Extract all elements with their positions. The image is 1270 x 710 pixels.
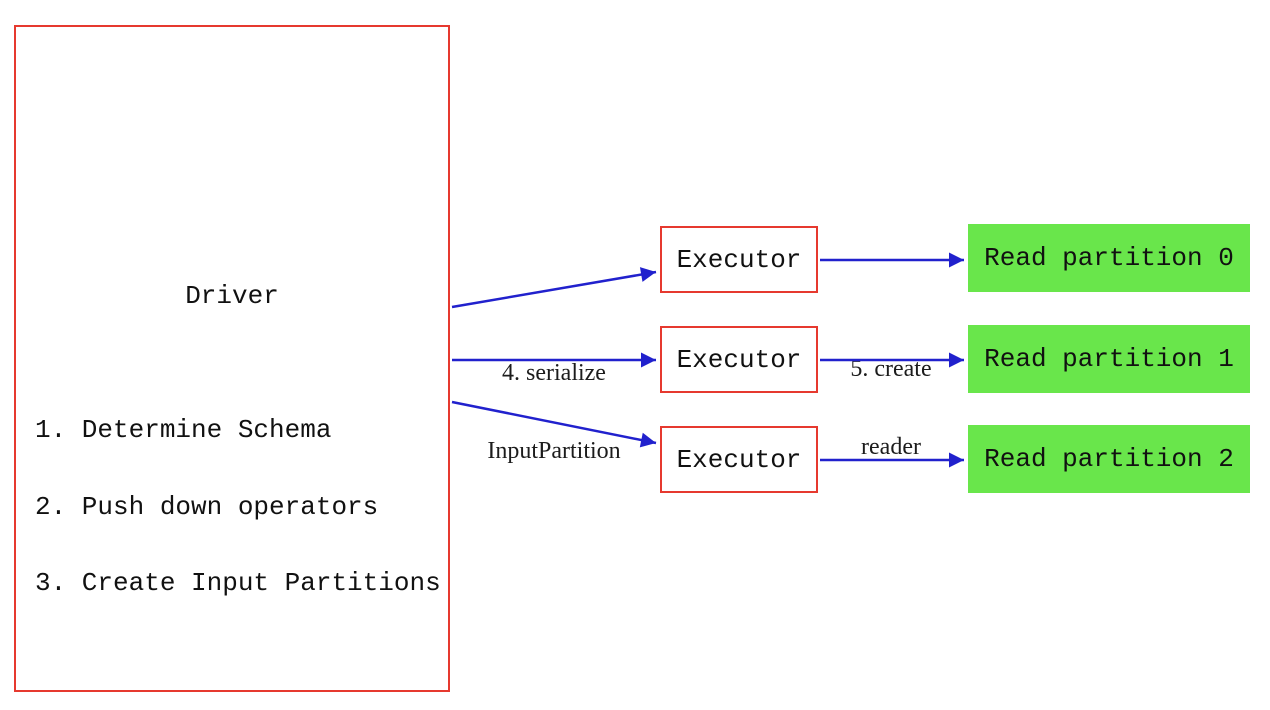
driver-title: Driver: [185, 281, 279, 311]
executor-label-3: Executor: [676, 444, 802, 475]
driver-steps-list: 1. Determine Schema 2. Push down operato…: [35, 367, 441, 648]
executor-node-1: Executor: [660, 226, 818, 293]
edge-label-serialize-line1: 4. serialize: [502, 360, 606, 386]
read-partition-node-0: Read partition 0: [968, 224, 1250, 292]
executor-label-1: Executor: [676, 244, 802, 275]
read-partition-label-0: Read partition 0: [984, 243, 1234, 273]
edge-label-reader-line1: 5. create: [850, 356, 932, 382]
driver-step-3: 3. Create Input Partitions: [35, 568, 441, 598]
edge-label-serialize-input-partition: 4. serialize InputPartition: [444, 308, 664, 516]
driver-node: Driver 1. Determine Schema 2. Push down …: [14, 25, 450, 692]
read-partition-label-2: Read partition 2: [984, 444, 1234, 474]
read-partition-label-1: Read partition 1: [984, 344, 1234, 374]
executor-label-2: Executor: [676, 344, 802, 375]
read-partition-node-1: Read partition 1: [968, 325, 1250, 393]
executor-node-2: Executor: [660, 326, 818, 393]
edge-label-reader-line2: reader: [861, 434, 921, 460]
driver-step-1: 1. Determine Schema: [35, 415, 332, 445]
edge-label-create-reader: 5. create reader: [801, 304, 981, 512]
driver-step-2: 2. Push down operators: [35, 491, 379, 522]
arrow-driver-to-executor-1: [451, 267, 657, 309]
edge-label-serialize-line2: InputPartition: [487, 438, 621, 464]
read-partition-node-2: Read partition 2: [968, 425, 1250, 493]
executor-node-3: Executor: [660, 426, 818, 493]
